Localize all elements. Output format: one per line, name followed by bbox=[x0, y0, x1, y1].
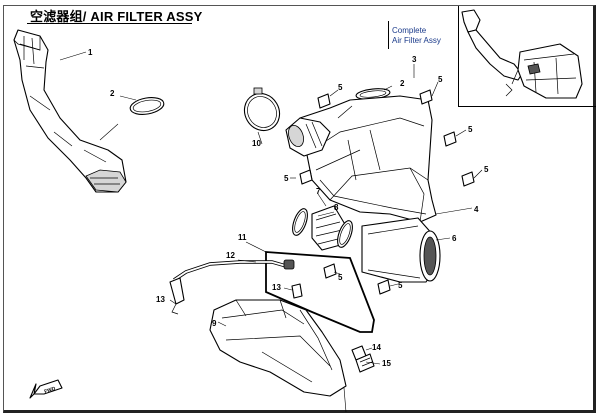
inset-divider-vertical bbox=[458, 6, 459, 106]
callout-4: 4 bbox=[474, 205, 479, 214]
callout-2-left: 2 bbox=[110, 89, 115, 98]
part-5-clip-a bbox=[317, 93, 331, 109]
part-11-gasket-seal bbox=[265, 251, 375, 333]
callout-13-left: 13 bbox=[156, 295, 165, 304]
callout-2-right: 2 bbox=[400, 79, 405, 88]
part-5-clip-b bbox=[419, 89, 433, 105]
direction-arrow-icon: FWD bbox=[29, 379, 63, 399]
callout-5-a: 5 bbox=[338, 83, 343, 92]
callout-15: 15 bbox=[382, 359, 391, 368]
part-7-clamp-right bbox=[337, 220, 353, 248]
leader-lines bbox=[59, 51, 483, 413]
callout-13-right: 13 bbox=[272, 283, 281, 292]
inset-label-bracket bbox=[388, 21, 389, 49]
part-13-clip-left bbox=[169, 277, 185, 315]
diagram-frame bbox=[3, 5, 596, 413]
part-5-clip-d bbox=[461, 171, 475, 187]
complete-label-line-2: Air Filter Assy bbox=[392, 36, 441, 45]
part-5-clip-f bbox=[323, 263, 337, 279]
part-10-clamp-ring bbox=[243, 87, 281, 132]
part-1-intake-snorkel bbox=[13, 29, 127, 193]
complete-assy-label: Complete Air Filter Assy bbox=[392, 26, 441, 46]
part-6-filter-element bbox=[361, 217, 441, 283]
complete-label-line-1: Complete bbox=[392, 26, 427, 35]
callout-7: 7 bbox=[316, 187, 321, 196]
part-2-hose-clamp-right bbox=[355, 88, 391, 100]
part-4-air-filter-housing bbox=[299, 95, 437, 223]
direction-label: FWD bbox=[44, 386, 57, 395]
inset-complete-assembly bbox=[461, 9, 583, 99]
callout-9: 9 bbox=[212, 319, 217, 328]
part-5-clip-g bbox=[377, 279, 391, 295]
callout-11: 11 bbox=[238, 233, 247, 242]
part-5-clip-c bbox=[443, 131, 457, 147]
callout-10: 10 bbox=[252, 139, 261, 148]
callout-1: 1 bbox=[88, 48, 93, 57]
callout-12: 12 bbox=[226, 251, 235, 260]
callout-5-e: 5 bbox=[284, 174, 289, 183]
callout-5-d: 5 bbox=[484, 165, 489, 174]
part-intake-boot bbox=[285, 117, 331, 157]
callout-8: 8 bbox=[334, 203, 339, 212]
callout-14: 14 bbox=[372, 343, 381, 352]
part-15-screw bbox=[355, 353, 375, 373]
part-2-hose-clamp-left bbox=[129, 97, 165, 115]
callout-5-f: 5 bbox=[338, 273, 343, 282]
callout-5-b: 5 bbox=[438, 75, 443, 84]
inset-divider-horizontal bbox=[458, 106, 596, 107]
title-underline bbox=[27, 23, 192, 24]
part-12-drain-hose bbox=[173, 259, 295, 282]
part-13-clip-right bbox=[291, 283, 303, 299]
part-7-clamp-left bbox=[292, 208, 308, 236]
callout-6: 6 bbox=[452, 234, 457, 243]
part-9-lower-cover bbox=[209, 299, 347, 397]
callout-5-g: 5 bbox=[398, 281, 403, 290]
callout-3: 3 bbox=[412, 55, 417, 64]
part-5-clip-e bbox=[299, 169, 313, 185]
callout-5-c: 5 bbox=[468, 125, 473, 134]
diagram-title: 空滤器组/ AIR FILTER ASSY bbox=[30, 9, 203, 24]
